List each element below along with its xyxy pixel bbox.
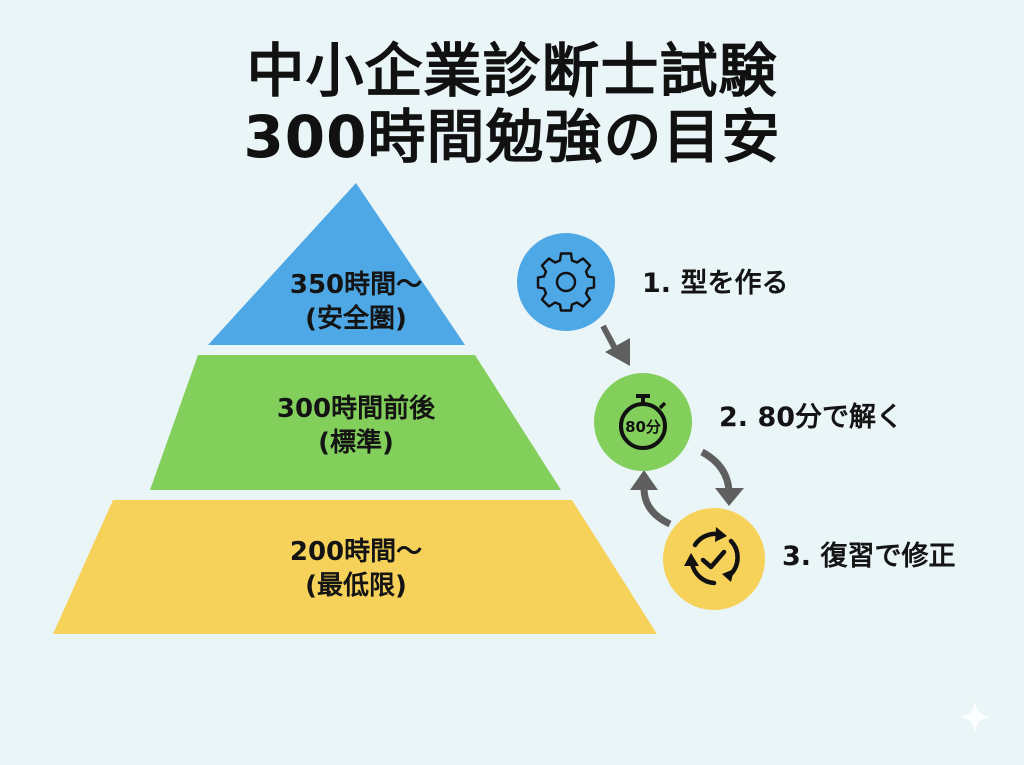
step-1-badge: [517, 233, 615, 331]
step-1-label: 1. 型を作る: [642, 268, 789, 299]
title-line-2: 300時間勉強の目安: [243, 103, 781, 171]
stopwatch-icon: 80分: [619, 394, 667, 450]
pyramid-tier-top: [208, 183, 465, 345]
page-title: 中小企業診断士試験 300時間勉強の目安: [0, 38, 1024, 170]
tier-bottom-hours: 200時間〜: [289, 537, 423, 567]
pyramid-tier-middle-label: 300時間前後 (標準): [206, 392, 506, 460]
tier-top-hours: 350時間〜: [289, 270, 423, 300]
refresh-check-icon: [684, 527, 740, 586]
pyramid-tier-middle: [150, 355, 561, 490]
arrow-step1-to-step2: [600, 324, 630, 366]
step-2-label: 2. 80分で解く: [719, 402, 904, 433]
pyramid-tier-top-label: 350時間〜 (安全圏): [236, 268, 476, 336]
pyramid-tier-bottom-label: 200時間〜 (最低限): [206, 535, 506, 603]
arrow-step3-to-step2: [630, 470, 672, 528]
title-line-1: 中小企業診断士試験: [246, 37, 778, 105]
sparkle-icon: [959, 701, 991, 733]
arrow-step2-to-step3: [700, 448, 744, 506]
tier-middle-caption: (標準): [318, 428, 394, 458]
tier-top-caption: (安全圏): [305, 304, 407, 334]
stopwatch-label: 80分: [625, 418, 661, 436]
pyramid-tier-bottom: [53, 500, 657, 634]
tier-middle-hours: 300時間前後: [276, 394, 436, 424]
gear-icon: [536, 252, 596, 312]
step-3-badge: [663, 508, 765, 610]
step-2-badge: 80分: [594, 373, 692, 471]
step-3-label: 3. 復習で修正: [782, 541, 956, 572]
tier-bottom-caption: (最低限): [305, 571, 407, 601]
